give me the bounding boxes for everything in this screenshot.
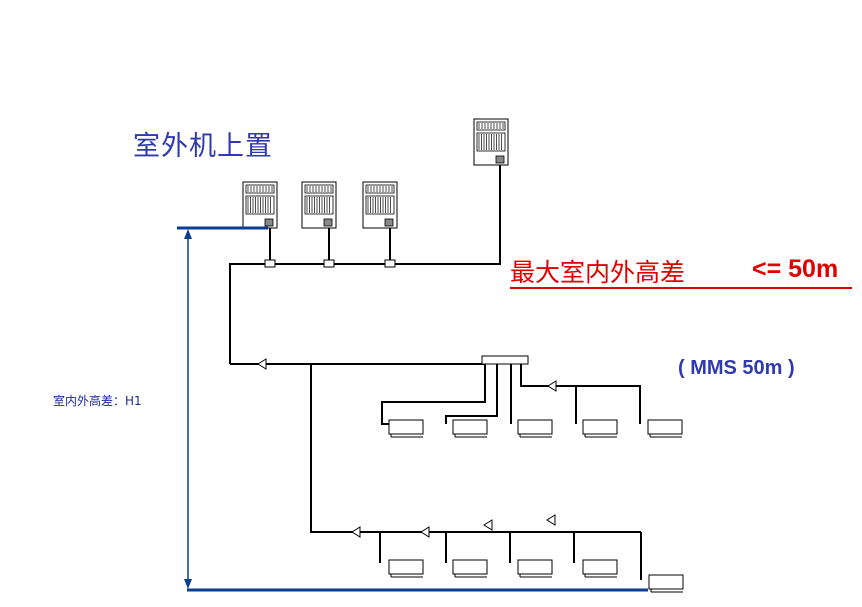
outdoor-unit-2 — [301, 181, 337, 229]
indoor-unit-icon — [388, 419, 424, 438]
indoor-unit-icon — [517, 559, 553, 578]
indoor-unit-icon — [517, 419, 553, 438]
branch-joint-icon — [420, 526, 430, 538]
indoor-unit-icon — [648, 574, 684, 593]
max-height-value: <= 50m — [752, 255, 839, 283]
outdoor-unit-icon — [362, 181, 398, 229]
outdoor-unit-3 — [362, 181, 398, 229]
indoor-unit-icon — [388, 559, 424, 578]
branch-joint-icon — [257, 358, 267, 370]
indoor-unit-icon — [452, 559, 488, 578]
branch-joint-icon — [264, 259, 276, 268]
branch-joint-icon — [323, 259, 335, 268]
max-height-underline — [510, 287, 852, 289]
outdoor-unit-icon — [242, 181, 278, 229]
branch-header-icon — [481, 355, 529, 365]
pipe-network — [229, 165, 642, 580]
height-dimension — [177, 226, 648, 592]
outdoor-unit-1 — [242, 181, 278, 229]
arrow-down-icon — [184, 579, 192, 589]
branch-joint-icon — [384, 259, 396, 268]
arrow-up-icon — [184, 229, 192, 239]
max-height-label: 最大室内外高差 — [510, 258, 686, 287]
diagram-title: 室外机上置 — [133, 131, 273, 162]
indoor-unit-icon — [452, 419, 488, 438]
height-diff-label: 室内外高差：H1 — [53, 394, 142, 408]
indoor-unit-icon — [647, 419, 683, 438]
branch-joint-icon — [351, 526, 361, 538]
outdoor-joints — [264, 259, 396, 268]
indoor-units-lower — [388, 559, 684, 593]
outdoor-unit-top — [473, 118, 509, 166]
branch-joint-icon — [547, 380, 557, 392]
outdoor-unit-icon — [301, 181, 337, 229]
branch-joint-icon — [546, 514, 556, 526]
indoor-unit-icon — [582, 559, 618, 578]
model-note: ( MMS 50m ) — [678, 357, 795, 379]
branch-joint-icon — [483, 519, 493, 531]
indoor-units-upper — [388, 419, 683, 438]
indoor-unit-icon — [582, 419, 618, 438]
outdoor-unit-icon — [473, 118, 509, 166]
